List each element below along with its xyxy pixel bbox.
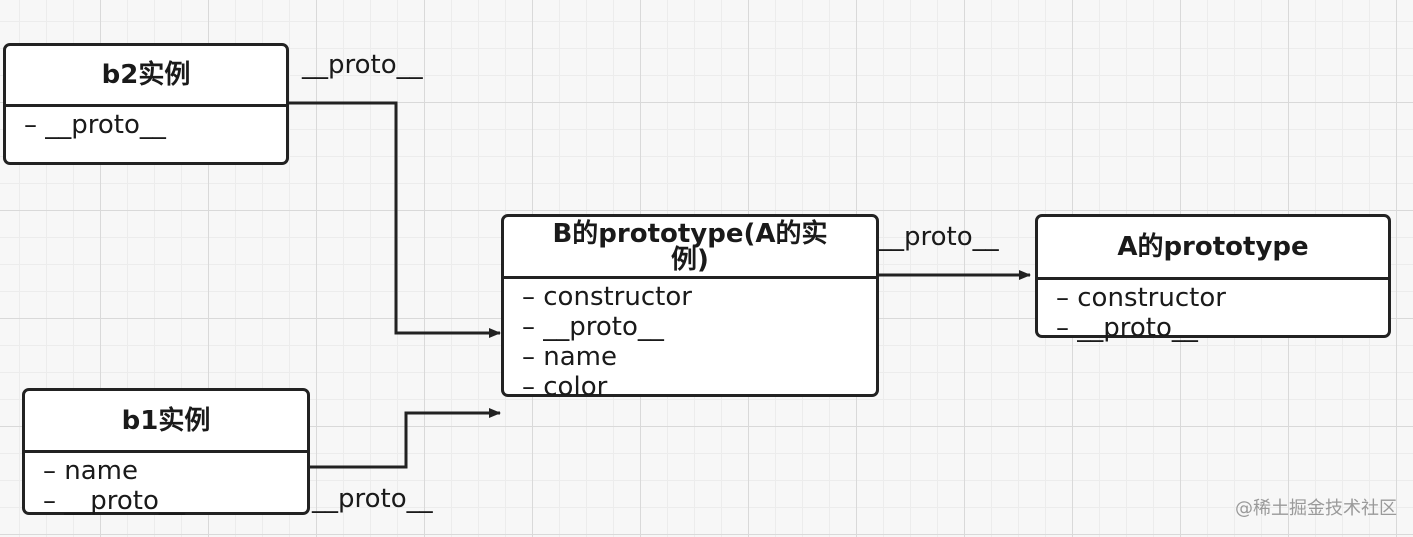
a-prototype-attributes: – constructor – __proto__ (1038, 280, 1388, 343)
edge-label-b1-proto: __proto__ (312, 484, 433, 514)
b-prototype-node: B的prototype(A的实例) – constructor – __prot… (501, 214, 879, 402)
a-prototype-node: A的prototype – constructor – __proto__ (1035, 214, 1391, 343)
site-watermark: @稀土掘金技术社区 (1235, 498, 1397, 519)
edge-b2-to-b-prototype (288, 101, 501, 338)
b1-attr-name: – name (43, 456, 138, 486)
b-prototype-attr-color: – color (522, 372, 608, 402)
b2-instance-node: b2实例 – __proto__ (3, 43, 289, 165)
b1-instance-title: b1实例 (25, 391, 307, 453)
b-prototype-attr-name: – name (522, 342, 617, 372)
b-prototype-title: B的prototype(A的实例) (504, 217, 876, 279)
a-prototype-attr-constructor: – constructor (1056, 283, 1226, 313)
b2-attr-proto: – __proto__ (24, 110, 166, 140)
b-prototype-attributes: – constructor – __proto__ – name – color (504, 279, 876, 402)
b2-instance-title: b2实例 (6, 46, 286, 107)
b1-attr-proto: – __proto__ (43, 486, 185, 516)
edge-label-b-prototype-proto: __proto__ (878, 222, 999, 252)
b2-instance-attributes: – __proto__ (6, 107, 286, 140)
b-prototype-attr-proto: – __proto__ (522, 312, 664, 342)
b1-instance-attributes: – name – __proto__ (25, 453, 307, 516)
a-prototype-title: A的prototype (1038, 217, 1388, 280)
a-prototype-attr-proto: – __proto__ (1056, 313, 1198, 343)
b1-instance-node: b1实例 – name – __proto__ (22, 388, 310, 516)
b-prototype-attr-constructor: – constructor (522, 282, 692, 312)
edge-b1-to-b-prototype (310, 408, 501, 469)
edge-label-b2-proto: __proto__ (302, 50, 423, 80)
